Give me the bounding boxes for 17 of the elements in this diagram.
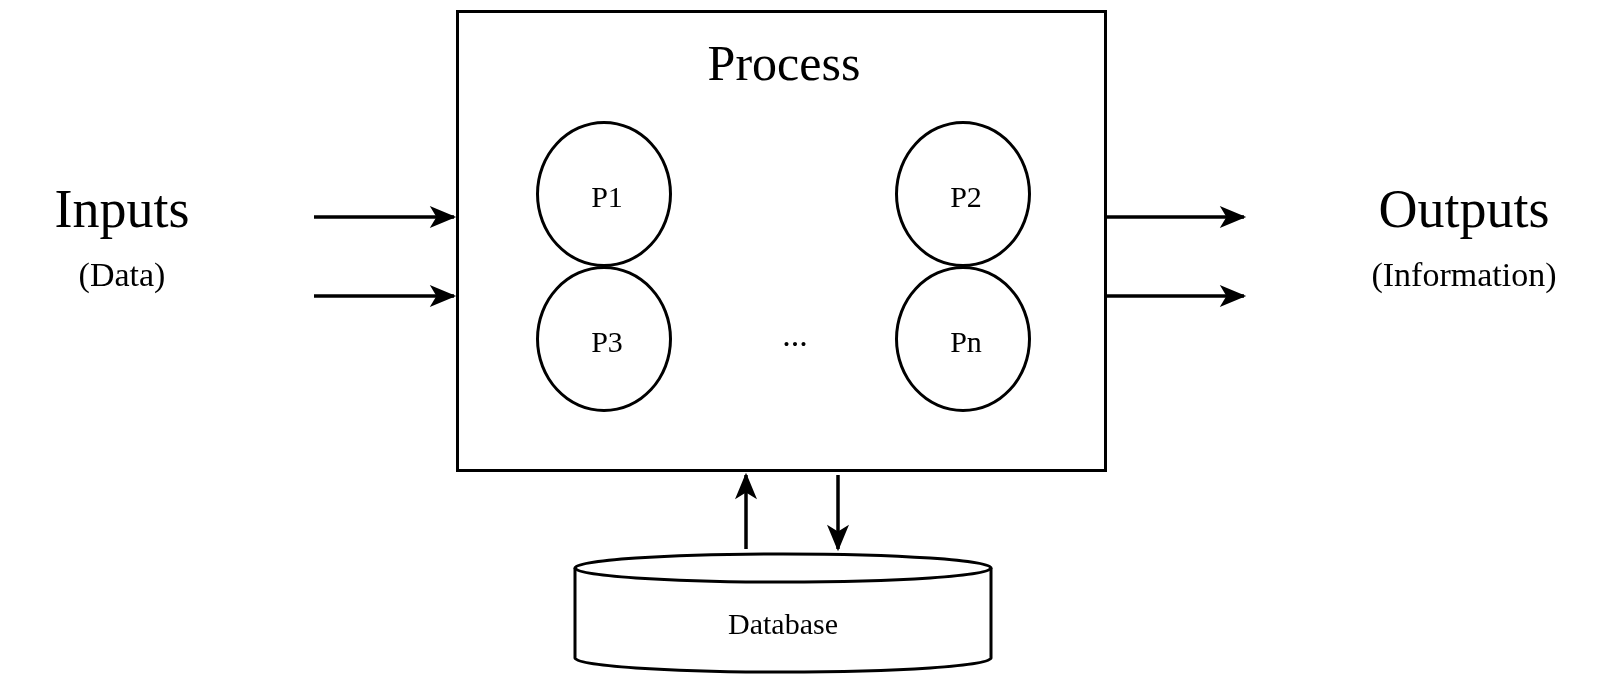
- sub-label: (Data): [78, 258, 166, 292]
- node-label: P2: [950, 182, 982, 212]
- ellipsis-label: ...: [782, 318, 808, 352]
- node-label: Pn: [950, 327, 982, 357]
- arrow: [1106, 285, 1247, 307]
- box-title: Process: [707, 38, 861, 88]
- node-label: P3: [591, 327, 623, 357]
- arrow: [735, 472, 757, 549]
- arrow: [1106, 206, 1247, 228]
- arrow: [314, 206, 457, 228]
- arrow: [314, 285, 457, 307]
- node-label: Database: [728, 609, 838, 639]
- arrow: [827, 475, 849, 552]
- database-cylinder: [573, 552, 993, 674]
- process-box: [456, 10, 1107, 472]
- node-label: P1: [591, 182, 623, 212]
- sub-label: (Information): [1371, 258, 1557, 292]
